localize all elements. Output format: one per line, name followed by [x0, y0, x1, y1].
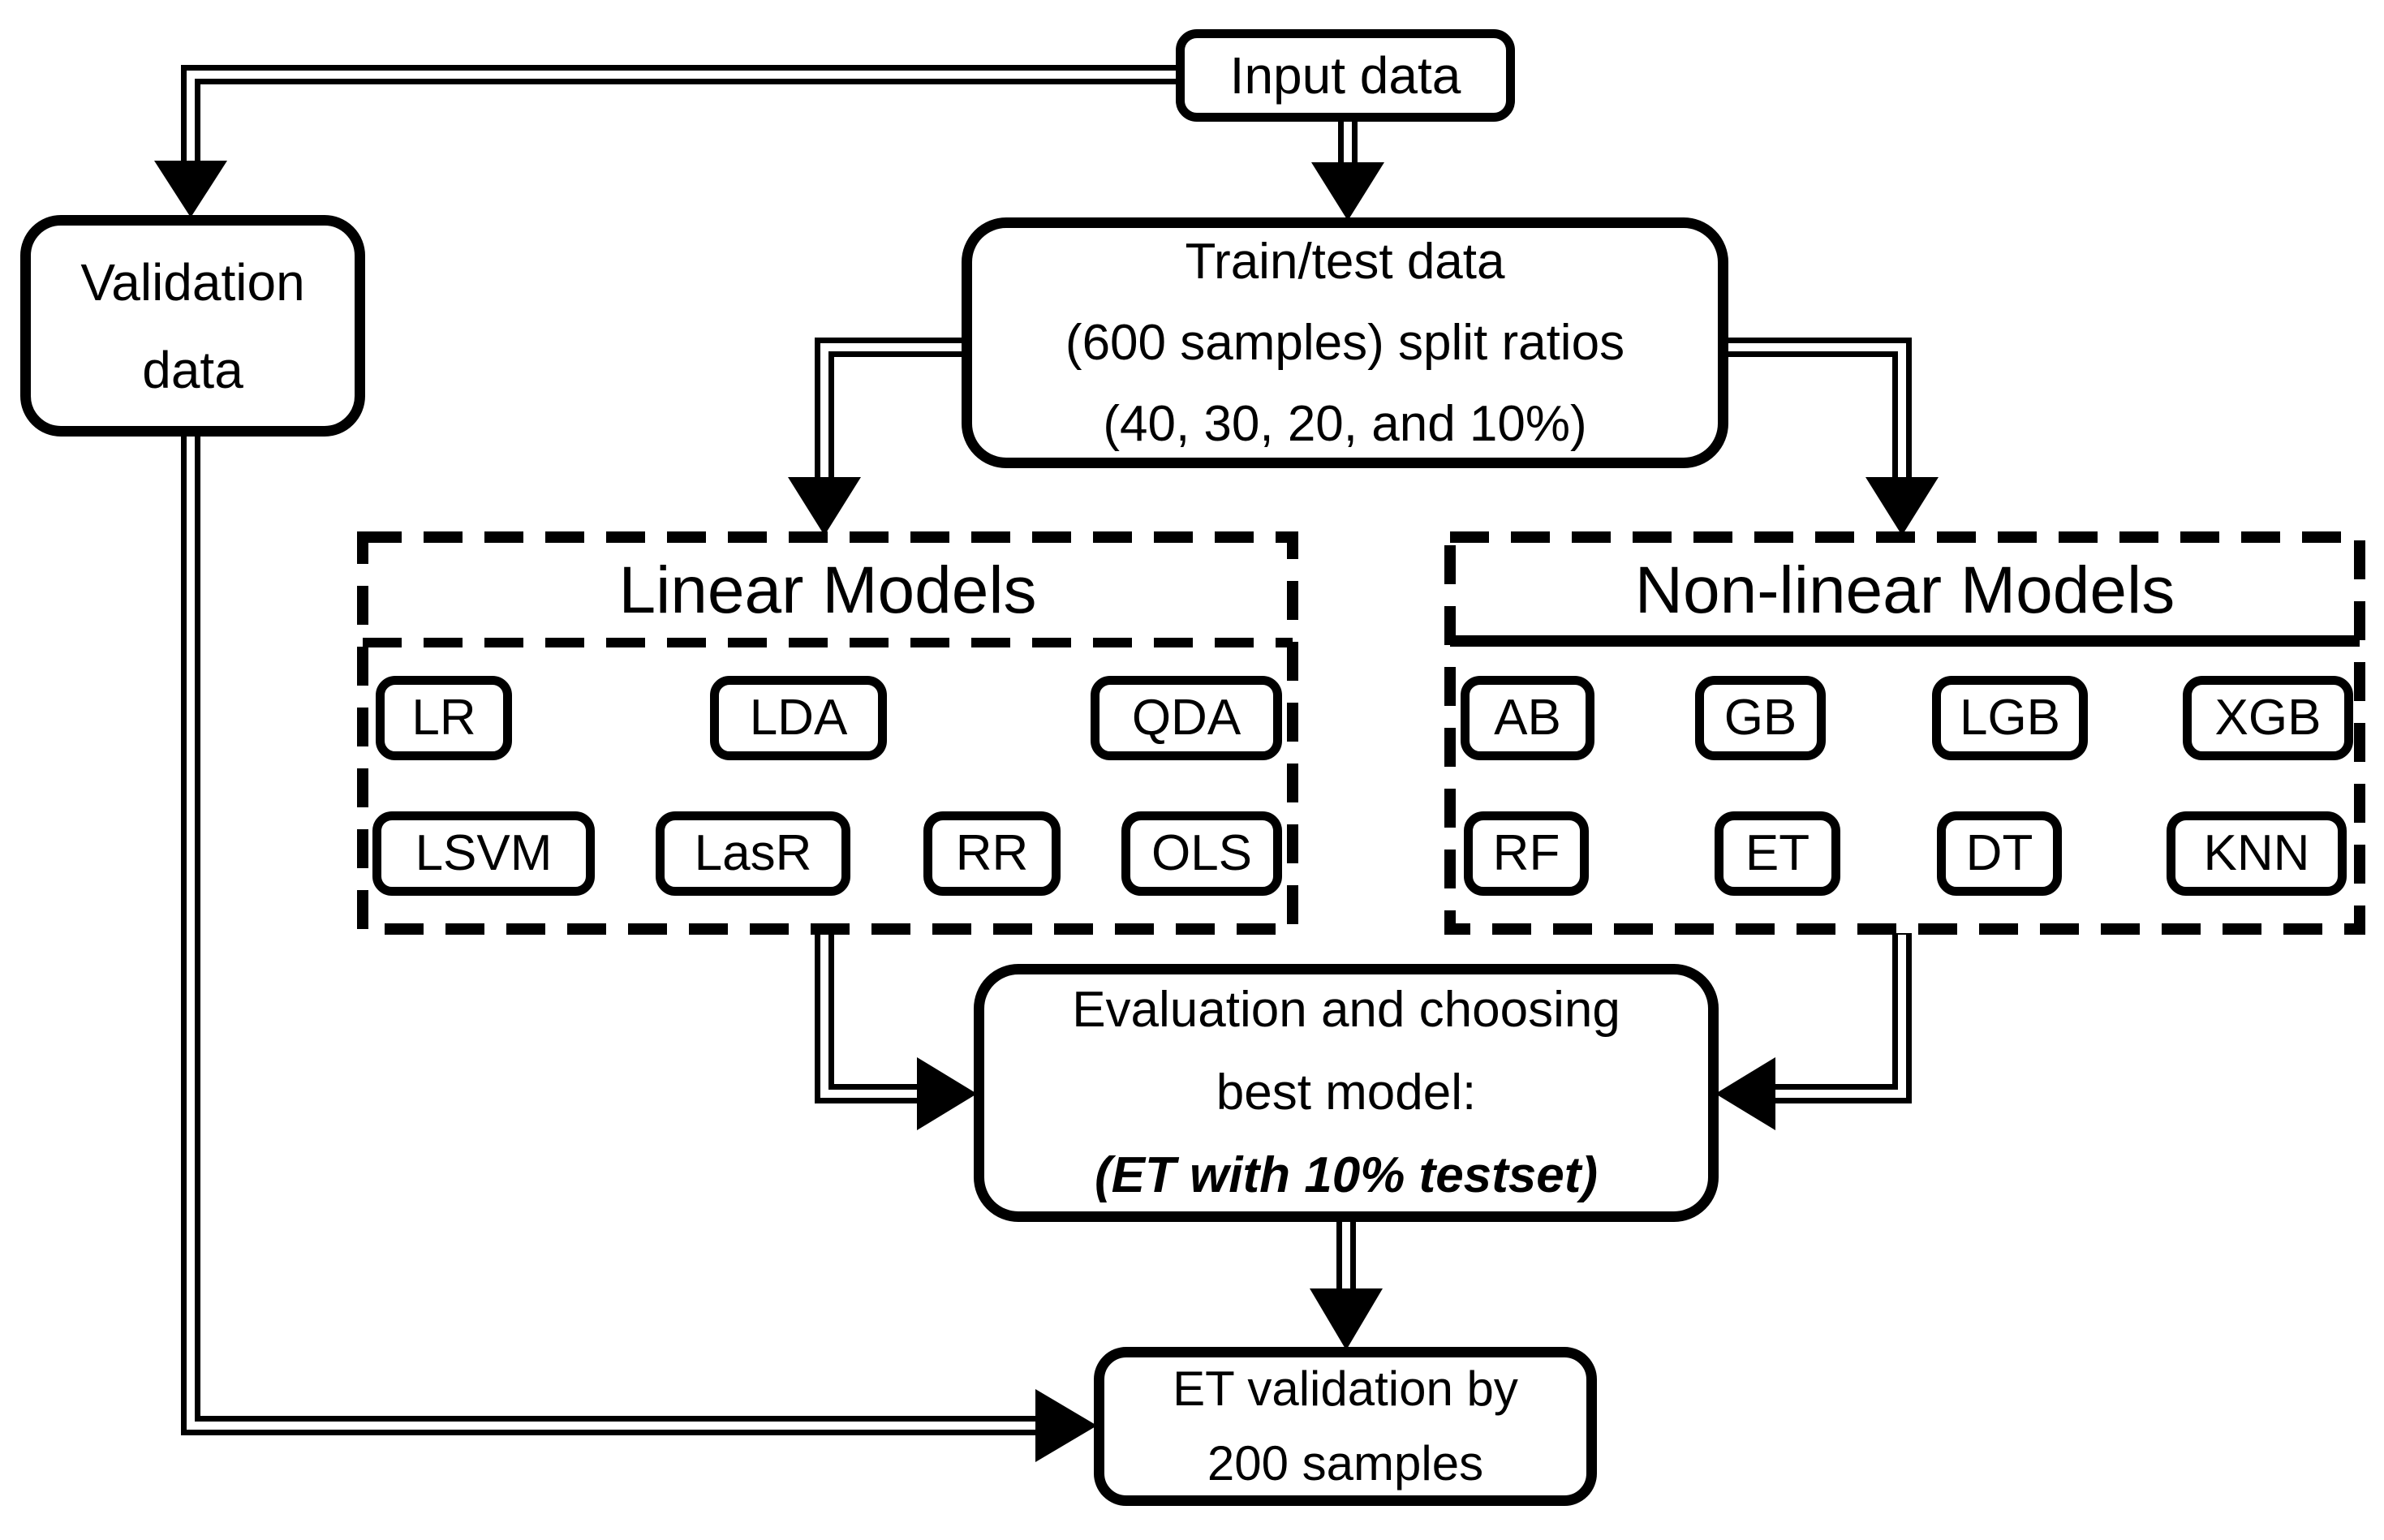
connector-gap [187, 433, 1039, 1430]
validation-data-line1: Validation [80, 252, 305, 312]
chip-ab: AB [1461, 676, 1594, 760]
chip-lgb: LGB [1932, 676, 2088, 760]
validation-data-node: Validation data [20, 215, 365, 437]
linear-models-title: Linear Models [618, 553, 1037, 627]
arrowhead-to-evaluation-left [917, 1057, 977, 1130]
chip-ols: OLS [1121, 811, 1282, 896]
train-test-line3: (40, 30, 20, and 10%) [1103, 395, 1587, 452]
connector-gap [1725, 343, 1906, 480]
chip-rf: RF [1464, 811, 1589, 896]
chip-lr: LR [376, 676, 512, 760]
connector-gap [820, 343, 965, 480]
nonlinear-models-group-border [1444, 531, 2365, 935]
evaluation-node: Evaluation and choosing best model: (ET … [974, 964, 1719, 1222]
chip-rr: RR [923, 811, 1061, 896]
et-validation-node: ET validation by 200 samples [1094, 1347, 1597, 1506]
evaluation-line2: best model: [1216, 1065, 1477, 1121]
train-test-line2: (600 samples) split ratios [1065, 314, 1625, 371]
arrowhead-to-validation [154, 161, 227, 217]
arrowhead-to-etvalidation-left [1035, 1389, 1097, 1462]
arrowhead-to-evaluation-right [1715, 1057, 1775, 1130]
connector-gap [1774, 935, 1906, 1098]
arrowhead-to-traintest [1311, 162, 1384, 221]
input-data-label: Input data [1229, 46, 1461, 105]
connector-linear-to-evaluation [815, 933, 920, 1103]
chip-xgb: XGB [2183, 676, 2353, 760]
chip-et: ET [1715, 811, 1840, 896]
evaluation-line3: (ET with 10% testset) [1094, 1147, 1599, 1203]
chip-lda: LDA [710, 676, 887, 760]
chip-knn: KNN [2167, 811, 2347, 896]
connector-gap [820, 935, 919, 1098]
et-validation-line1: ET validation by [1173, 1361, 1518, 1416]
chip-lasr: LasR [656, 811, 850, 896]
connector-traintest-to-nonlinear [1727, 338, 1912, 482]
connector-traintest-to-linear [815, 338, 963, 482]
nonlinear-models-title: Non-linear Models [1634, 553, 2175, 627]
train-test-line1: Train/test data [1185, 233, 1505, 290]
arrowhead-to-etvalidation-top [1310, 1288, 1383, 1350]
connector-input-to-validation [181, 65, 1178, 166]
arrowhead-to-nonlinear [1865, 477, 1939, 536]
evaluation-line1: Evaluation and choosing [1072, 982, 1620, 1038]
input-data-node: Input data [1176, 29, 1515, 122]
chip-dt: DT [1937, 811, 2062, 896]
connector-nonlinear-to-evaluation [1772, 933, 1912, 1103]
connector-gap [187, 71, 1178, 165]
chip-qda: QDA [1091, 676, 1282, 760]
linear-models-group-border [357, 531, 1298, 935]
train-test-data-node: Train/test data (600 samples) split rati… [962, 217, 1728, 468]
chip-lsvm: LSVM [372, 811, 595, 896]
et-validation-line2: 200 samples [1207, 1436, 1484, 1491]
arrowhead-to-linear [788, 477, 861, 536]
validation-data-line2: data [142, 340, 243, 399]
chip-gb: GB [1695, 676, 1826, 760]
